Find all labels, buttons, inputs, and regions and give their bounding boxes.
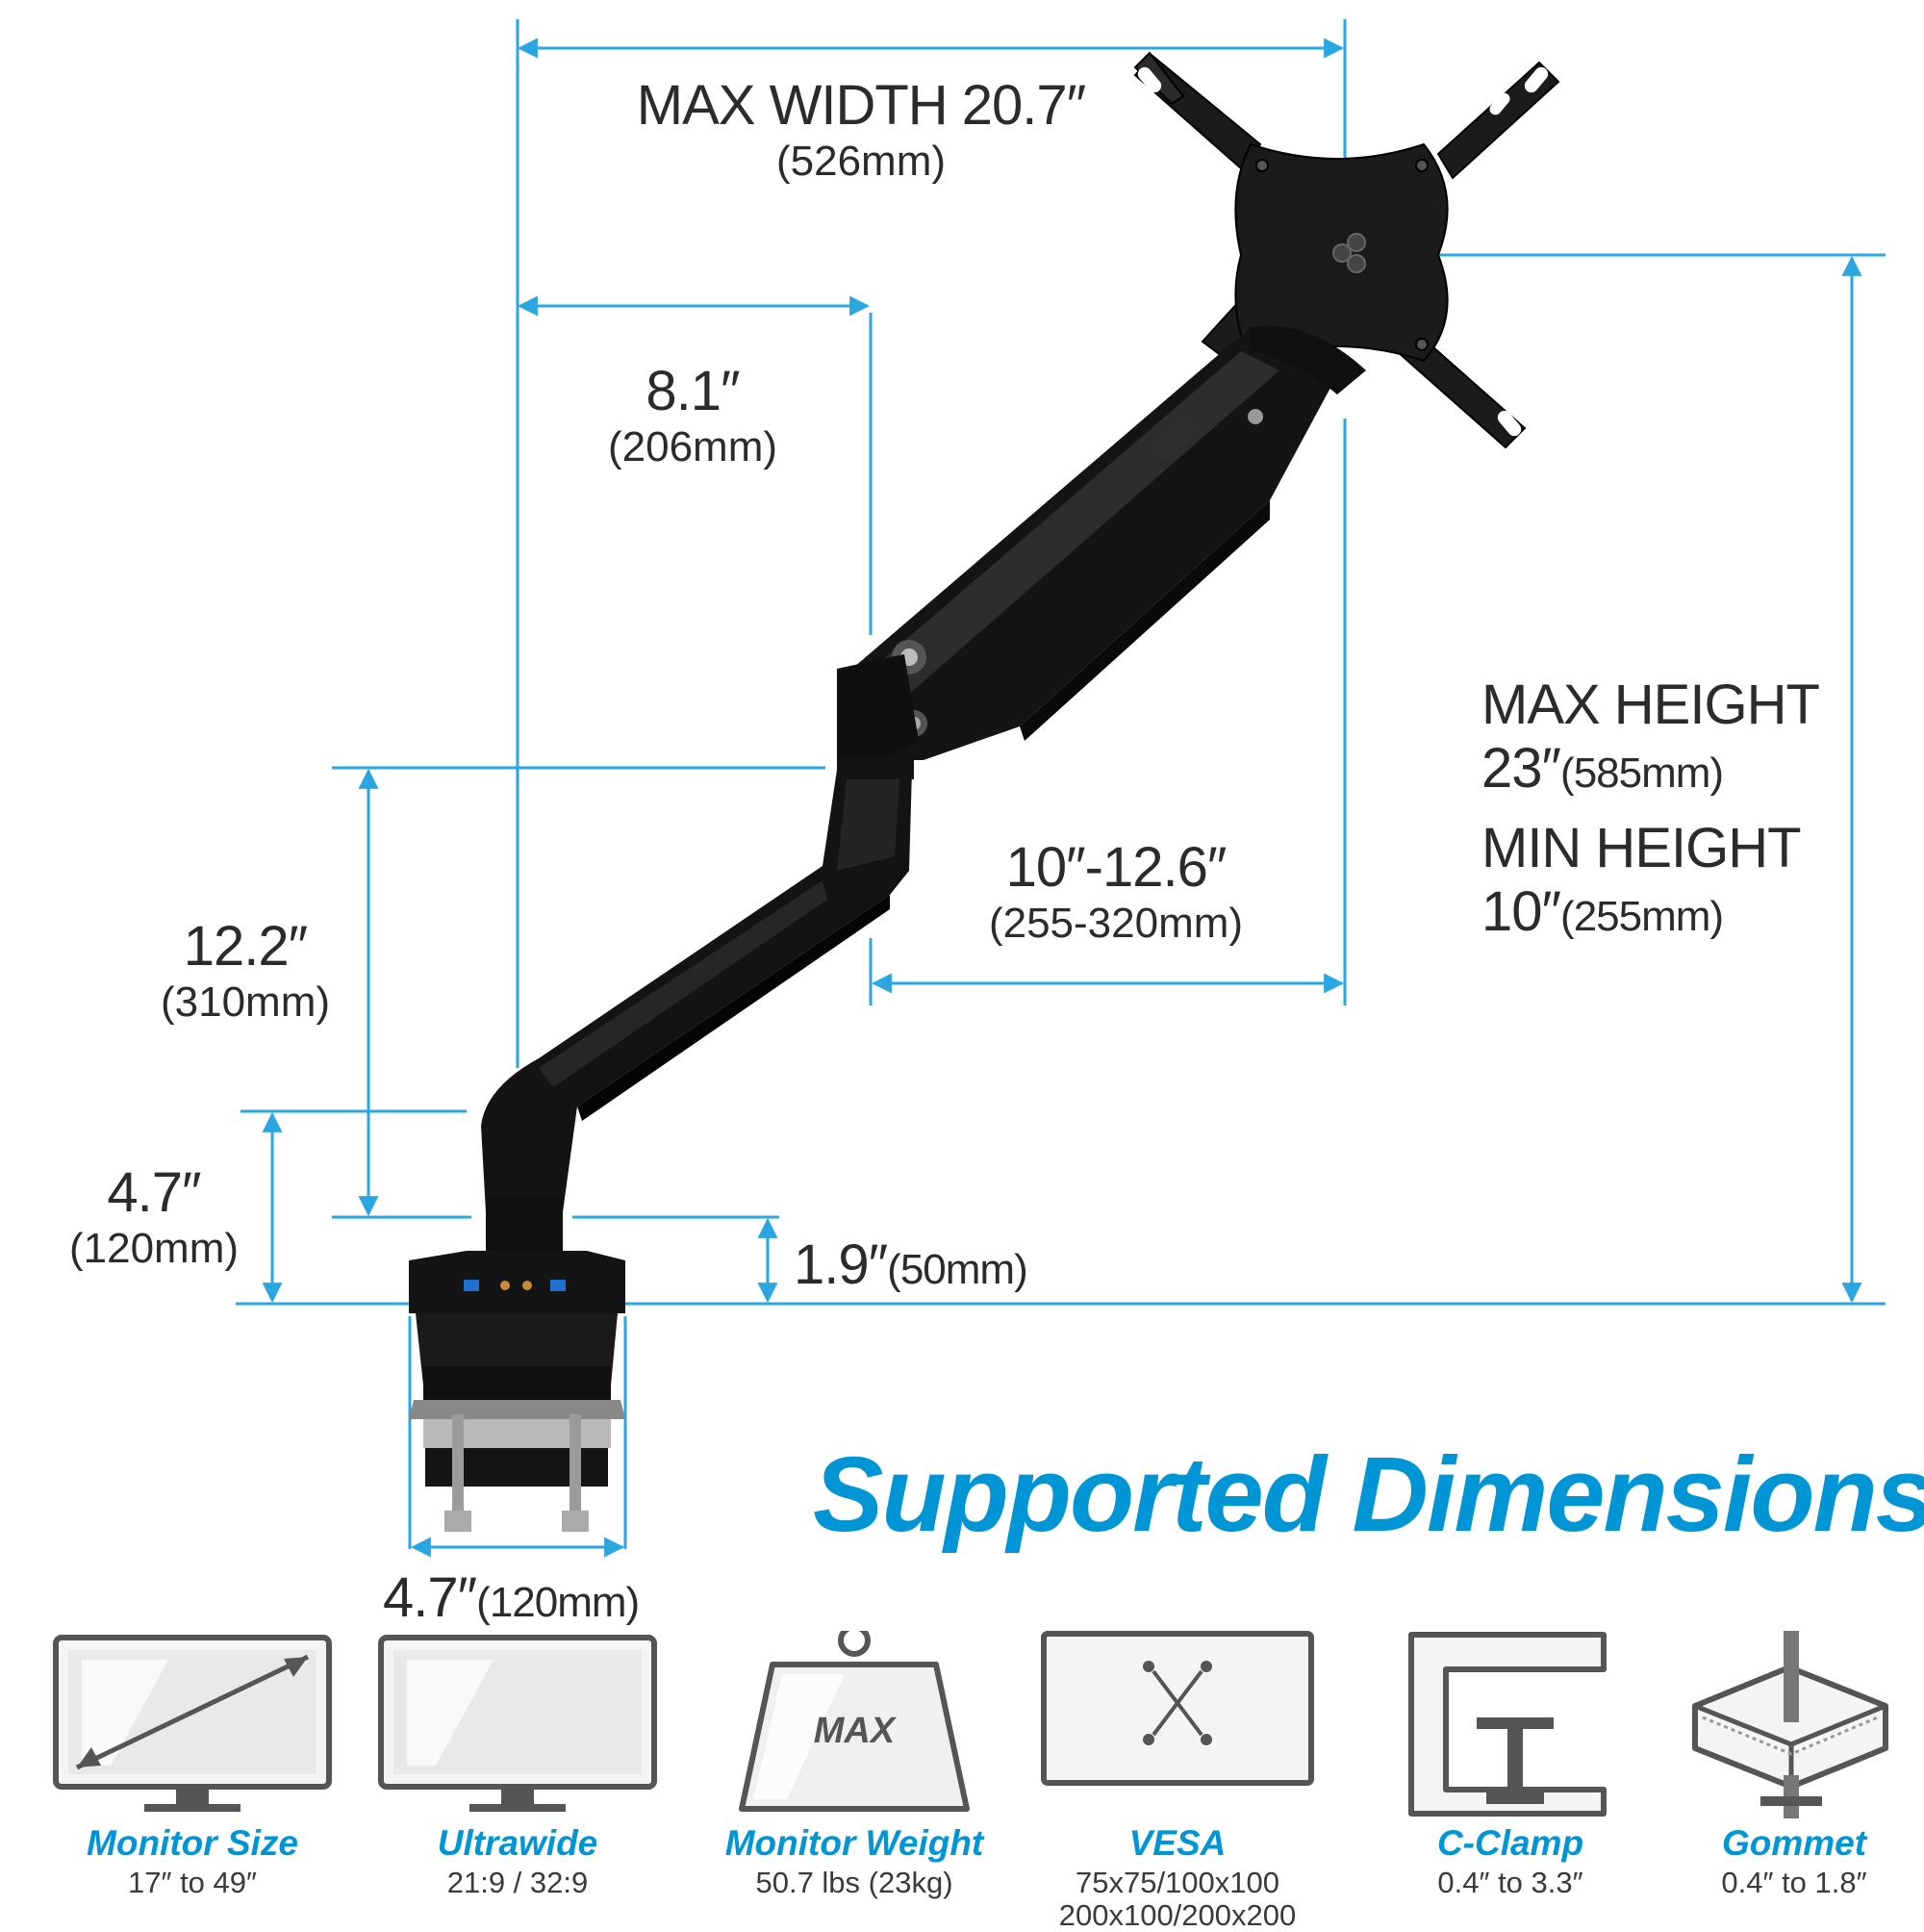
forearm-length-value: 10″-12.6″ [1005,836,1228,899]
pole-height-metric: (310mm) [160,979,331,1026]
pole [486,1198,563,1256]
min-height-value: 10″ [1481,880,1561,943]
vesa-sizes-line-1: 75x75/100x100 [1075,1866,1280,1899]
feature-value-c-clamp: 0.4″ to 3.3″ [1437,1866,1583,1899]
pole-height-value: 12.2″ [183,915,308,978]
upper-arm [847,325,1366,760]
weight-icon [739,1631,970,1812]
height-range-label: MAX HEIGHT 23″(585mm) MIN HEIGHT 10″(255… [1481,674,1820,949]
base-width-value: 4.7″ [383,1566,477,1629]
feature-ultrawide: Ultrawide 21:9 / 32:9 [378,1631,657,1919]
feature-title-ultrawide: Ultrawide [437,1823,598,1863]
base-width-metric: (120mm) [476,1579,640,1626]
min-height-title: MIN HEIGHT [1481,817,1802,879]
headline: Supported Dimensions [813,1436,1924,1554]
monitor-size-icon [53,1635,332,1812]
c-clamp-icon [1408,1632,1607,1817]
max-width-metric: (526mm) [775,138,947,185]
forearm-length-label: 10″-12.6″ (255-320mm) [967,837,1265,949]
arm-offset-label: 8.1″ (206mm) [568,361,818,472]
base-height-metric: (120mm) [68,1225,240,1272]
feature-value-ultrawide: 21:9 / 32:9 [446,1866,589,1899]
vesa-icon [1041,1631,1314,1786]
arm-offset-metric: (206mm) [607,423,778,470]
max-height-value: 23″ [1481,737,1561,800]
max-width-label: MAX WIDTH 20.7″ (526mm) [577,75,1145,187]
feature-value-vesa: 75x75/100x100 200x100/200x200 [1038,1867,1317,1932]
pole-height-label: 12.2″ (310mm) [139,916,351,1028]
ultrawide-monitor-icon [378,1635,657,1812]
feature-grommet: Gommet 0.4″ to 1.8″ [1655,1631,1924,1919]
base-offset-value: 1.9″ [794,1233,888,1296]
base-offset-metric: (50mm) [887,1246,1028,1293]
feature-value-monitor-size: 17″ to 49″ [128,1866,257,1899]
feature-title-grommet: Gommet [1721,1823,1867,1863]
base-offset-label: 1.9″(50mm) [794,1233,1028,1302]
feature-title-monitor-size: Monitor Size [87,1823,298,1863]
base-height-value: 4.7″ [107,1161,201,1224]
vesa-sizes-line-2: 200x100/200x200 [1058,1898,1297,1932]
feature-title-c-clamp: C-Clamp [1436,1823,1584,1863]
feature-monitor-weight: MAX Monitor Weight 50.7 lbs (23kg) [715,1631,994,1919]
feature-c-clamp: C-Clamp 0.4″ to 3.3″ [1371,1631,1650,1919]
forearm-length-metric: (255-320mm) [988,900,1244,947]
grommet-icon [1692,1631,1888,1818]
feature-title-vesa: VESA [1128,1823,1227,1863]
max-width-value: MAX WIDTH 20.7″ [636,74,1086,137]
min-height-metric: (255mm) [1560,893,1724,940]
feature-vesa: VESA 75x75/100x100 200x100/200x200 [1038,1631,1317,1932]
elbow-joint [837,654,919,765]
feature-title-monitor-weight: Monitor Weight [724,1823,984,1863]
feature-value-monitor-weight: 50.7 lbs (23kg) [755,1866,953,1899]
max-height-title: MAX HEIGHT [1481,674,1820,736]
max-height-metric: (585mm) [1560,750,1724,797]
feature-value-grommet: 0.4″ to 1.8″ [1721,1866,1867,1899]
forearm [481,770,912,1212]
base-width-label: 4.7″(120mm) [383,1566,640,1635]
vesa-plate [1133,51,1560,449]
feature-monitor-size: Monitor Size 17″ to 49″ [53,1631,332,1919]
base-height-label: 4.7″ (120mm) [53,1162,255,1274]
arm-offset-value: 8.1″ [646,360,740,422]
base-clamp [409,1251,625,1532]
weight-icon-label: MAX [813,1711,896,1751]
